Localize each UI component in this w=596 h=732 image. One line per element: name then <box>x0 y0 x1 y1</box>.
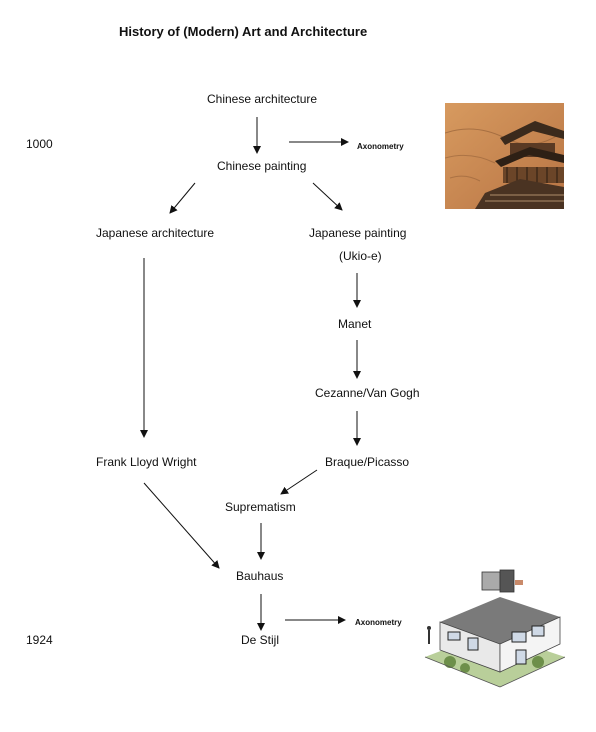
node-manet: Manet <box>338 317 372 331</box>
node-suprematism: Suprematism <box>225 500 296 514</box>
node-chinese-painting: Chinese painting <box>217 159 307 173</box>
arrow-painting-to-japanese-arch <box>169 182 196 214</box>
arrow-wright-to-bauhaus <box>143 482 220 569</box>
label-axonometry-top: Axonometry <box>357 142 404 151</box>
node-japanese-architecture: Japanese architecture <box>96 226 215 240</box>
arrow-painting-to-japanese-painting <box>312 182 343 211</box>
node-ukiyoe: (Ukio-e) <box>339 249 382 263</box>
node-chinese-architecture: Chinese architecture <box>207 92 318 106</box>
node-cezanne-van-gogh: Cezanne/Van Gogh <box>315 386 420 400</box>
de-stijl-house-image <box>420 562 565 700</box>
node-japanese-painting: Japanese painting <box>309 226 407 240</box>
label-axonometry-bottom: Axonometry <box>355 618 402 627</box>
node-braque-picasso: Braque/Picasso <box>325 455 410 469</box>
diagram-title: History of (Modern) Art and Architecture <box>119 24 368 39</box>
node-bauhaus: Bauhaus <box>236 569 284 583</box>
chinese-painting-image <box>445 103 564 209</box>
node-frank-lloyd-wright: Frank Lloyd Wright <box>96 455 197 469</box>
year-1924: 1924 <box>26 633 53 647</box>
year-1000: 1000 <box>26 137 53 151</box>
node-de-stijl: De Stijl <box>241 633 280 647</box>
arrow-braque-to-suprematism <box>280 469 318 495</box>
